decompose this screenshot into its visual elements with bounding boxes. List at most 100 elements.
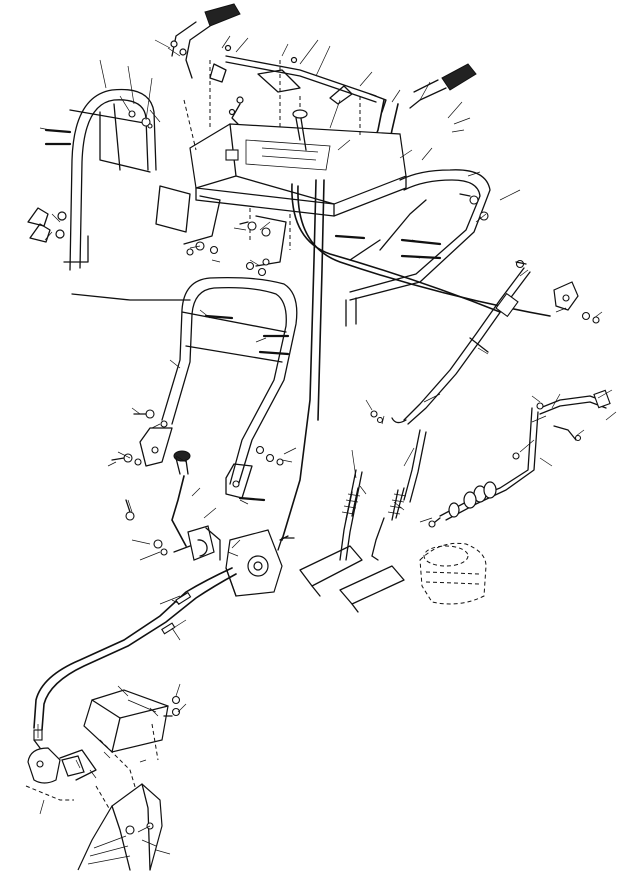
right-upper-handle-grip: [409, 63, 477, 109]
callout-leader-55: [381, 415, 385, 425]
fasteners-upper-left: [27, 110, 153, 243]
callout-leader-66: [531, 415, 547, 423]
callout-leader-82: [89, 769, 97, 779]
callout-leader-7: [315, 45, 331, 77]
gear-shift-linkage: [428, 389, 611, 528]
callout-leader-10: [419, 81, 431, 101]
callout-leader-42: [107, 461, 117, 467]
upper-control-linkage: [170, 40, 399, 171]
left-upper-handle-grip: [171, 3, 241, 79]
callout-leader-30: [409, 255, 421, 259]
chute-crank-cable: [33, 567, 237, 731]
chute-deflector-housing: [83, 689, 181, 753]
callout-leader-23: [337, 139, 351, 151]
callout-leader-26: [467, 171, 481, 177]
chute-support-plate: [225, 529, 295, 597]
callout-leader-44: [283, 447, 297, 455]
callout-leader-4: [235, 37, 249, 53]
callout-leader-6: [299, 39, 319, 65]
callout-leader-64: [605, 411, 617, 421]
callout-leader-87: [141, 839, 157, 847]
callout-leader-37: [255, 337, 267, 343]
callout-leader-18: [149, 109, 161, 123]
callout-leader-80: [103, 751, 111, 759]
callout-leader-73: [419, 517, 433, 523]
callout-leader-21: [44, 231, 53, 241]
callout-leader-52: [231, 539, 241, 549]
callout-leader-45: [281, 459, 293, 463]
callout-leader-56: [423, 393, 441, 403]
callout-leader-88: [155, 849, 171, 855]
callout-leader-33: [189, 245, 201, 249]
callout-leader-78: [177, 703, 187, 713]
callout-leader-34: [211, 259, 221, 263]
shift-rod-assembly: [370, 267, 531, 425]
callout-leader-49: [127, 499, 133, 513]
part-callout-leaders: [37, 35, 617, 855]
callout-leader-50: [131, 539, 151, 545]
callout-leader-28: [475, 213, 487, 223]
callout-leader-13: [451, 129, 465, 133]
callout-leader-31: [259, 221, 271, 231]
callout-leader-24: [399, 149, 413, 159]
callout-leader-36: [199, 309, 211, 319]
callout-leader-43: [175, 455, 187, 463]
callout-leader-65: [575, 429, 585, 437]
callout-leader-29: [411, 239, 421, 243]
callout-leader-85: [139, 759, 147, 763]
callout-leader-38: [169, 359, 181, 369]
callout-leader-41: [117, 451, 131, 459]
callout-leader-22: [329, 99, 341, 129]
callout-leader-57: [519, 269, 529, 277]
lower-pivot-bracket: [153, 525, 221, 561]
callout-leader-1: [154, 39, 171, 49]
callout-leader-69: [351, 449, 357, 479]
callout-leader-19: [39, 127, 51, 131]
left-upper-handle-bar: [69, 88, 157, 271]
lower-handle-fasteners: [111, 314, 290, 502]
callout-leader-84: [39, 799, 45, 815]
callout-leader-59: [593, 311, 603, 319]
callout-leader-76: [117, 685, 129, 697]
control-cables-upper: [281, 179, 551, 541]
right-upper-handle-bar: [345, 169, 491, 327]
callout-leader-62: [551, 393, 561, 409]
callout-leader-81: [75, 759, 81, 769]
discharge-chute: [77, 783, 163, 871]
callout-leader-54: [365, 399, 373, 411]
callout-leader-2: [167, 47, 181, 57]
callout-leader-16: [145, 77, 153, 121]
callout-leader-20: [51, 213, 61, 223]
callout-leader-72: [393, 501, 405, 511]
chute-projection-lines: [25, 723, 159, 811]
callout-leader-46: [191, 487, 201, 497]
callout-leader-71: [359, 485, 367, 495]
callout-leader-48: [239, 499, 249, 505]
callout-leader-17: [119, 95, 131, 113]
callout-leader-25: [421, 147, 433, 161]
callout-leader-15: [127, 65, 135, 105]
callout-leader-60: [477, 347, 489, 355]
callout-leader-53: [227, 551, 239, 557]
callout-leader-5: [281, 43, 289, 57]
engine-housing-outline: [419, 542, 487, 605]
callout-leader-68: [519, 439, 535, 453]
lower-handle-frame: [139, 276, 298, 499]
callout-leader-11: [447, 101, 463, 119]
callout-leader-12: [453, 117, 471, 125]
callout-leader-51: [139, 551, 161, 561]
callout-leader-40: [151, 423, 161, 429]
right-pivot-bracket: [515, 259, 600, 324]
callout-leader-9: [391, 89, 401, 103]
control-lever-bases: [299, 545, 405, 613]
callout-leader-70: [403, 447, 415, 467]
callout-leader-75: [171, 627, 181, 641]
callout-leader-14: [99, 59, 107, 89]
fasteners-middle: [186, 193, 489, 277]
callout-leader-86: [137, 825, 151, 833]
panel-mount-bracket: [63, 185, 287, 301]
control-knob-and-rod: [125, 450, 191, 547]
callout-leader-35: [249, 259, 261, 267]
callout-leader-79: [149, 707, 159, 717]
